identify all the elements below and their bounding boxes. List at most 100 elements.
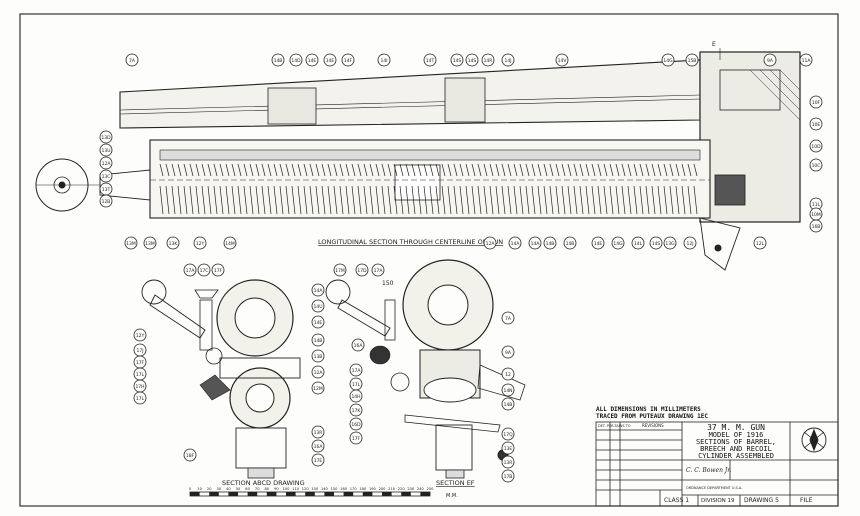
scale-tick-label: 70 bbox=[255, 487, 260, 491]
part-balloon: 12A bbox=[311, 365, 325, 379]
part-balloon-label: 14J bbox=[504, 58, 511, 64]
scale-tick-label: 120 bbox=[302, 487, 310, 491]
pertains-to: DET. PER-TAINS TO bbox=[598, 424, 631, 428]
part-balloon-label: 17A bbox=[186, 268, 196, 274]
scale-tick-label: 180 bbox=[359, 487, 367, 491]
drawing-number: DRAWING 5 bbox=[744, 497, 779, 504]
part-balloon-label: 10M bbox=[811, 212, 821, 218]
scale-tick-label: 230 bbox=[407, 487, 415, 491]
part-balloon-label: 9A bbox=[767, 58, 774, 64]
part-balloon-label: 14A bbox=[314, 288, 324, 294]
part-balloon: 10D bbox=[809, 139, 823, 153]
part-balloon: 12M bbox=[311, 381, 325, 395]
part-balloon-label: 14F bbox=[344, 58, 353, 64]
part-balloon-label: 10F bbox=[812, 100, 821, 106]
scale-tick-label: 170 bbox=[350, 487, 358, 491]
part-balloon: 16A bbox=[351, 338, 365, 352]
section-mark-e: E bbox=[712, 41, 716, 48]
part-balloon: 14L bbox=[631, 236, 645, 250]
title-block bbox=[595, 421, 839, 507]
part-balloon-label: 16D bbox=[351, 422, 361, 428]
scale-tick-label: 200 bbox=[379, 487, 387, 491]
part-balloon: 10C bbox=[809, 158, 823, 172]
part-balloon-label: 14B bbox=[546, 241, 555, 247]
part-balloon: 13T bbox=[99, 182, 113, 196]
part-balloon: 17K bbox=[349, 403, 363, 417]
scale-tick-label: 100 bbox=[283, 487, 291, 491]
part-balloon: 14B bbox=[311, 333, 325, 347]
part-balloon: 17F bbox=[211, 263, 225, 277]
part-balloon: 13B bbox=[311, 349, 325, 363]
revisions-label: REVISIONS bbox=[642, 423, 664, 428]
part-balloon: 14J bbox=[501, 53, 515, 67]
part-balloon: 14B bbox=[543, 236, 557, 250]
part-balloon-label: 17D bbox=[357, 268, 367, 274]
part-balloon-label: 17M bbox=[335, 268, 345, 274]
scale-tick-label: 20 bbox=[207, 487, 212, 491]
part-balloon: 17J bbox=[133, 343, 147, 357]
part-balloon: 17A bbox=[183, 263, 197, 277]
scale-tick-label: 250 bbox=[427, 487, 435, 491]
note-line-1: ALL DIMENSIONS IN MILLIMETERS bbox=[596, 406, 701, 413]
part-balloon-label: 12J bbox=[686, 241, 693, 247]
part-balloon: 18F bbox=[183, 448, 197, 462]
part-balloon-label: 17L bbox=[352, 382, 361, 388]
part-balloon-label: 17F bbox=[352, 436, 361, 442]
signature: C. C. Bowen Jr. bbox=[686, 467, 731, 474]
part-balloon: 14E bbox=[323, 53, 337, 67]
scale-tick-label: 190 bbox=[369, 487, 377, 491]
part-balloon-label: 14A bbox=[531, 241, 541, 247]
part-balloon: 14S bbox=[465, 53, 479, 67]
part-balloon-label: 13R bbox=[314, 430, 323, 436]
part-balloon-label: 14I bbox=[380, 58, 387, 64]
title-line-2: MODEL OF 1916 bbox=[709, 431, 764, 439]
part-balloon: 17M bbox=[333, 263, 347, 277]
part-balloon: 14G bbox=[661, 53, 675, 67]
part-balloon: 14N bbox=[501, 383, 515, 397]
part-balloon-label: 14G bbox=[613, 241, 623, 247]
part-balloon: 14A bbox=[528, 236, 542, 250]
part-balloon-label: 17L bbox=[136, 372, 145, 378]
part-balloon-label: 13D bbox=[101, 135, 111, 141]
part-balloon-label: 13K bbox=[169, 241, 179, 247]
part-balloon-label: 14B bbox=[504, 402, 513, 408]
scale-tick-label: 90 bbox=[274, 487, 279, 491]
note-line-2: TRACED FROM PUTEAUX DRAWING 1EC bbox=[596, 413, 708, 420]
part-balloon-label: 17K bbox=[352, 408, 362, 414]
part-balloon-label: 14T bbox=[426, 58, 435, 64]
part-balloon: 14A bbox=[508, 236, 522, 250]
title-line-5: CYLINDER ASSEMBLED bbox=[698, 452, 774, 460]
part-balloon-label: 14B bbox=[274, 58, 283, 64]
part-balloon: 13C bbox=[99, 169, 113, 183]
section-ef-caption: SECTION EF bbox=[436, 479, 475, 487]
scale-tick-label: 80 bbox=[265, 487, 270, 491]
part-balloon: 12L bbox=[753, 236, 767, 250]
part-balloon-label: 17J bbox=[136, 348, 143, 354]
scale-tick-label: 220 bbox=[398, 487, 406, 491]
part-balloon-label: 12Y bbox=[196, 241, 205, 247]
part-balloon: 14E bbox=[591, 236, 605, 250]
part-balloon: 17L bbox=[133, 391, 147, 405]
longitudinal-section bbox=[35, 48, 801, 271]
part-balloon-label: 14H bbox=[351, 394, 360, 400]
part-balloon-label: 12 bbox=[505, 372, 511, 378]
part-balloon-label: 18F bbox=[186, 453, 195, 459]
part-balloon: 17L bbox=[133, 367, 147, 381]
part-balloon-label: 7A bbox=[505, 316, 512, 322]
part-balloon: 12J bbox=[683, 236, 697, 250]
part-balloon-label: 11L bbox=[812, 202, 821, 208]
part-balloon-label: 13M bbox=[145, 241, 155, 247]
part-balloon: 14U bbox=[311, 299, 325, 313]
part-balloon: 17F bbox=[349, 431, 363, 445]
part-balloon: 12 bbox=[501, 367, 515, 381]
part-balloon-label: 12A bbox=[314, 370, 324, 376]
part-balloon-label: 14E bbox=[308, 58, 317, 64]
part-balloon-label: 17A bbox=[374, 268, 384, 274]
part-balloon-label: 13U bbox=[101, 148, 110, 154]
part-balloon: 14G bbox=[611, 236, 625, 250]
part-balloon-label: 10D bbox=[811, 144, 821, 150]
part-balloon-label: 17Q bbox=[503, 432, 513, 438]
part-balloon-label: 14M bbox=[225, 241, 235, 247]
